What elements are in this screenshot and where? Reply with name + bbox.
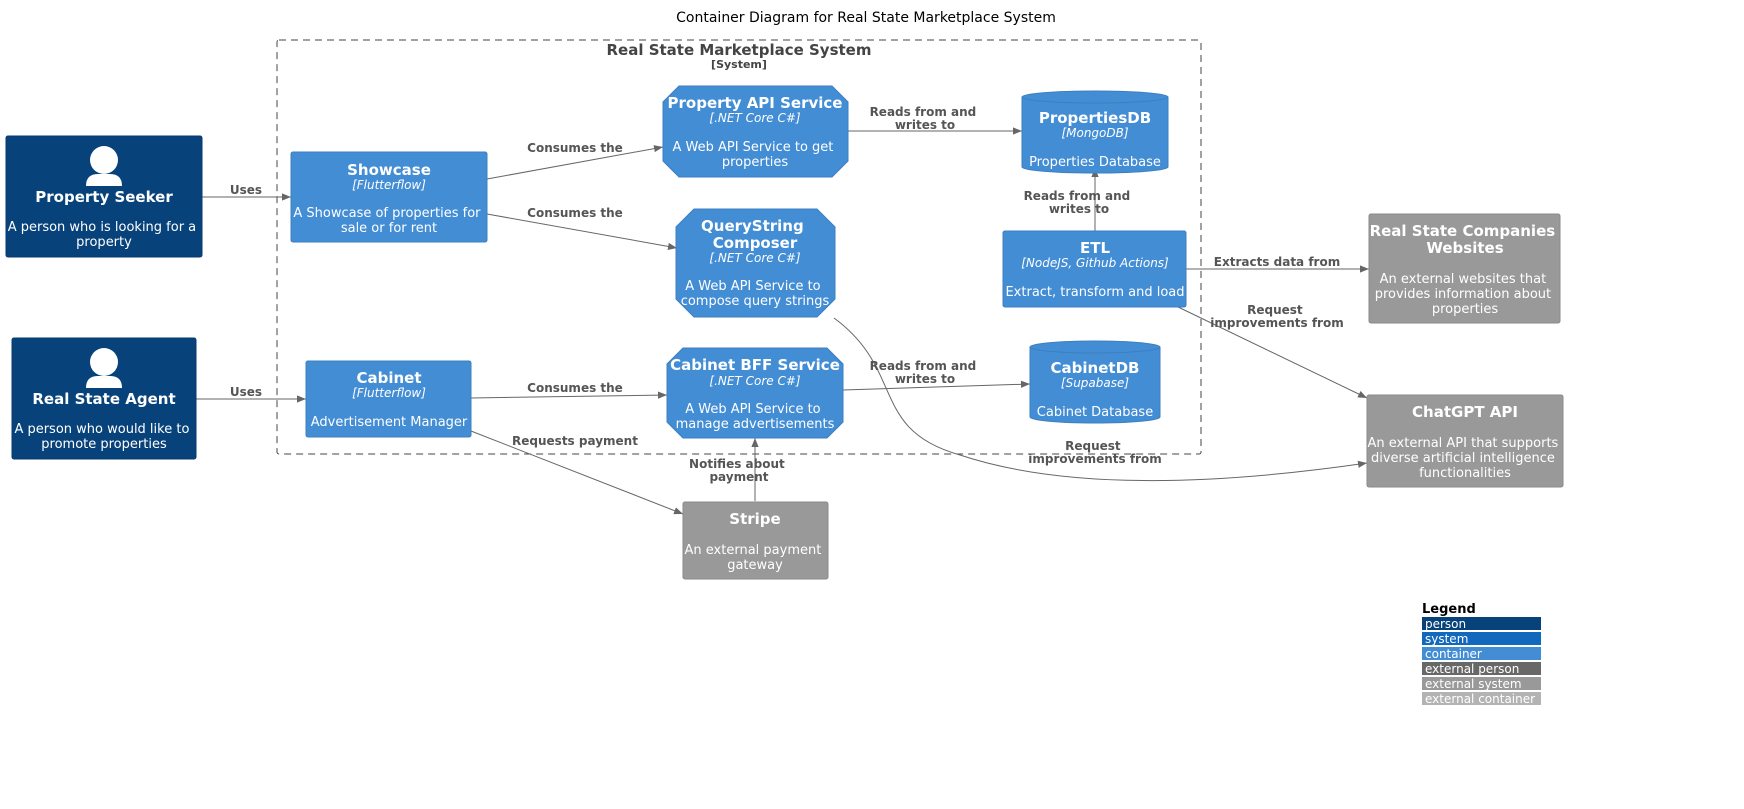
svg-text:system: system <box>1425 632 1468 646</box>
edge-label-etl-websites: Extracts data from <box>1214 255 1340 269</box>
edge-labels: Uses Uses Consumes the Consumes the Cons… <box>230 105 1344 484</box>
node-technology: [.NET Core C#] <box>709 251 800 265</box>
edge-label-agent-cabinet: Uses <box>230 385 262 399</box>
legend-item-container: container <box>1422 647 1541 661</box>
node-name: PropertiesDB <box>1039 109 1151 127</box>
edges <box>196 127 1369 515</box>
node-technology: [Flutterflow] <box>352 178 426 192</box>
legend: Legend person system container external … <box>1422 602 1541 706</box>
edge-bff-cabdb <box>842 380 1031 391</box>
container-showcase[interactable]: Showcase [Flutterflow] A Showcase of pro… <box>290 151 488 243</box>
edge-label-bff-cabdb: Reads from and writes to <box>870 359 981 386</box>
database-cabinetdb[interactable]: CabinetDB [Supabase] Cabinet Database <box>1029 340 1161 424</box>
edge-showcase-propapi <box>486 145 664 180</box>
edge-label-propapi-propdb: Reads from and writes to <box>870 105 981 132</box>
edge-etl-chatgpt <box>1175 305 1368 399</box>
node-description: Extract, transform and load <box>1005 285 1184 300</box>
node-name: Property API Service <box>668 94 843 112</box>
node-description: An external websites that provides infor… <box>1375 272 1556 317</box>
edge-label-seeker-showcase: Uses <box>230 183 262 197</box>
svg-text:external system: external system <box>1425 677 1522 691</box>
svg-text:external person: external person <box>1425 662 1519 676</box>
person-icon <box>86 146 122 186</box>
edge-label-qsc-chatgpt: Request improvements from <box>1028 439 1161 466</box>
boundary-name: Real State Marketplace System <box>606 41 871 59</box>
node-technology: [NodeJS, Github Actions] <box>1021 256 1169 270</box>
container-etl[interactable]: ETL [NodeJS, Github Actions] Extract, tr… <box>1002 230 1187 308</box>
node-description: A Showcase of properties for sale or for… <box>293 206 484 236</box>
node-name: CabinetDB <box>1051 359 1140 377</box>
node-name: Real State Companies Websites <box>1370 222 1561 257</box>
node-technology: [MongoDB] <box>1061 126 1128 140</box>
node-name: ChatGPT API <box>1412 403 1518 421</box>
edge-label-showcase-propapi: Consumes the <box>527 141 623 155</box>
node-technology: [.NET Core C#] <box>709 374 800 388</box>
edge-showcase-qsc <box>486 213 678 250</box>
legend-title: Legend <box>1422 602 1476 617</box>
legend-item-external-person: external person <box>1422 662 1541 676</box>
node-name: Property Seeker <box>35 188 173 206</box>
edge-label-cabinet-bff: Consumes the <box>527 381 623 395</box>
external-system-real-state-websites[interactable]: Real State Companies Websites An externa… <box>1368 213 1561 324</box>
edge-label-stripe-bff: Notifies about payment <box>689 457 789 484</box>
node-name: Cabinet <box>356 369 421 387</box>
node-name: Showcase <box>347 161 431 179</box>
edge-cabinet-bff <box>470 391 668 399</box>
node-description: Properties Database <box>1029 155 1161 170</box>
container-querystring-composer[interactable]: QueryString Composer [.NET Core C#] A We… <box>675 208 836 318</box>
external-system-stripe[interactable]: Stripe An external payment gateway <box>682 501 829 580</box>
node-description: An external payment gateway <box>685 543 826 573</box>
person-icon <box>86 348 122 388</box>
node-technology: [.NET Core C#] <box>709 111 800 125</box>
person-property-seeker[interactable]: Property Seeker A person who is looking … <box>5 135 203 258</box>
external-system-chatgpt-api[interactable]: ChatGPT API An external API that support… <box>1366 394 1564 488</box>
node-name: QueryString Composer <box>701 217 809 252</box>
container-property-api-service[interactable]: Property API Service [.NET Core C#] A We… <box>662 85 849 178</box>
node-description: A Web API Service to compose query strin… <box>681 279 830 309</box>
legend-item-external-system: external system <box>1422 677 1541 691</box>
node-description: A person who would like to promote prope… <box>14 422 193 452</box>
person-real-state-agent[interactable]: Real State Agent A person who would like… <box>11 337 197 460</box>
node-technology: [Flutterflow] <box>352 386 426 400</box>
system-boundary: Real State Marketplace System [System] <box>276 39 1202 455</box>
node-name: Cabinet BFF Service <box>670 356 840 374</box>
edge-label-etl-chatgpt: Request improvements from <box>1210 303 1343 330</box>
edge-label-cabinet-stripe: Requests payment <box>512 434 638 448</box>
svg-text:external container: external container <box>1425 692 1535 706</box>
database-propertiesdb[interactable]: PropertiesDB [MongoDB] Properties Databa… <box>1021 90 1169 174</box>
edge-label-etl-propdb: Reads from and writes to <box>1024 189 1135 216</box>
node-description: A Web API Service to get properties <box>672 140 837 170</box>
svg-text:container: container <box>1425 647 1482 661</box>
node-name: ETL <box>1080 239 1110 257</box>
legend-item-person: person <box>1422 617 1541 631</box>
edge-label-showcase-qsc: Consumes the <box>527 206 623 220</box>
node-name: Stripe <box>729 510 780 528</box>
node-description: An external API that supports diverse ar… <box>1368 436 1563 481</box>
legend-item-external-container: external container <box>1422 692 1541 706</box>
svg-text:person: person <box>1425 617 1466 631</box>
edge-qsc-chatgpt <box>833 317 1368 481</box>
diagram-title: Container Diagram for Real State Marketp… <box>676 10 1056 26</box>
boundary-type: [System] <box>711 58 767 71</box>
node-description: Cabinet Database <box>1037 405 1153 420</box>
container-cabinet[interactable]: Cabinet [Flutterflow] Advertisement Mana… <box>305 360 472 438</box>
node-description: A Web API Service to manage advertisemen… <box>676 402 835 432</box>
node-name: Real State Agent <box>32 390 175 408</box>
node-technology: [Supabase] <box>1061 376 1129 390</box>
node-description: A person who is looking for a property <box>8 220 201 250</box>
legend-item-system: system <box>1422 632 1541 646</box>
node-description: Advertisement Manager <box>311 415 468 430</box>
edge-cabinet-stripe <box>470 430 684 515</box>
container-cabinet-bff-service[interactable]: Cabinet BFF Service [.NET Core C#] A Web… <box>666 347 844 439</box>
